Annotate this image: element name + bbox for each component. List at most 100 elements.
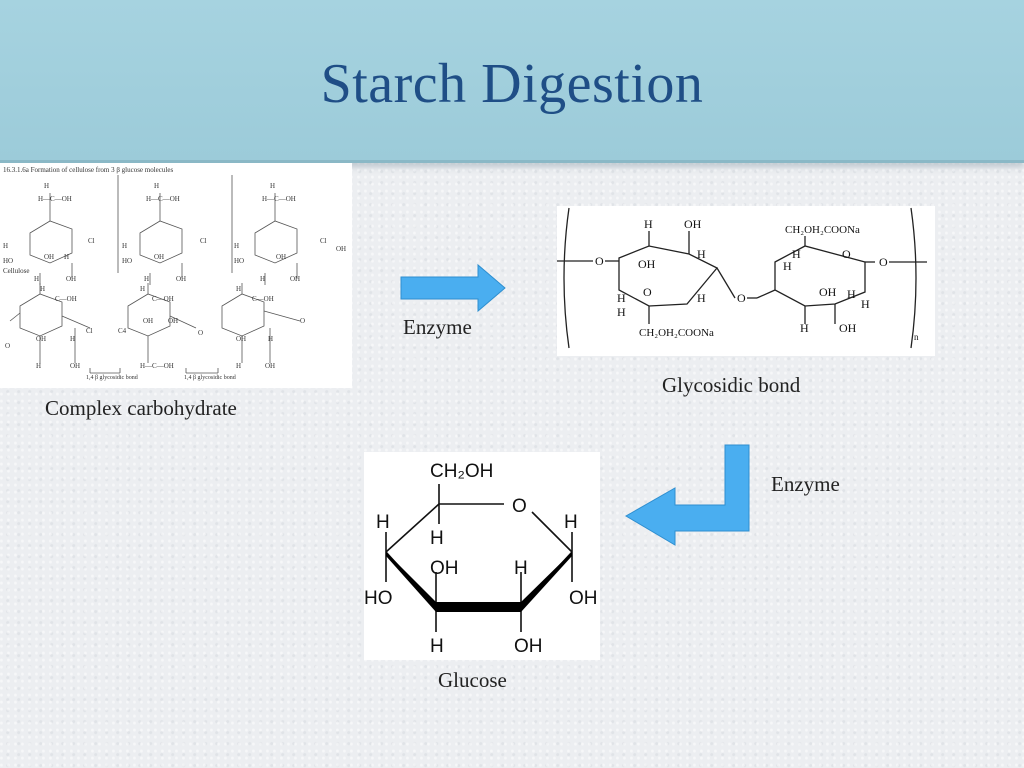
complex-carbohydrate-caption: Complex carbohydrate [45, 396, 237, 420]
right-arrow-icon [400, 263, 506, 313]
svg-text:O: O [300, 317, 305, 325]
svg-text:C—OH: C—OH [152, 295, 174, 303]
svg-text:H: H [236, 285, 241, 293]
enzyme-label-2: Enzyme [771, 472, 840, 496]
h-label: H [514, 558, 528, 579]
enzyme-label-1: Enzyme [403, 315, 472, 339]
svg-text:H: H [70, 335, 75, 343]
svg-text:H: H [800, 321, 809, 335]
svg-text:H: H [617, 305, 626, 319]
h-label: H [376, 512, 390, 533]
svg-text:H: H [36, 362, 41, 370]
oh-label: OH [430, 558, 459, 579]
h-label: H [430, 636, 444, 657]
svg-text:OH: OH [154, 253, 164, 261]
svg-text:OH: OH [638, 257, 656, 271]
svg-text:O: O [842, 247, 851, 261]
glucose-ring-drawing: CH₂OH O H H H OH H HO OH H OH [364, 461, 598, 657]
figure-heading: 16.3.1.6a Formation of cellulose from 3 … [3, 166, 173, 174]
svg-text:O: O [737, 291, 746, 305]
svg-text:OH: OH [276, 253, 286, 261]
svg-text:OH: OH [143, 317, 153, 325]
svg-text:O: O [595, 254, 604, 268]
svg-text:O: O [5, 342, 10, 350]
h-label: H [430, 528, 444, 549]
svg-text:Cl: Cl [200, 237, 207, 245]
svg-text:H: H [236, 362, 241, 370]
slide-header [0, 0, 1024, 163]
svg-text:OH: OH [290, 275, 300, 283]
svg-text:H: H [861, 297, 870, 311]
svg-text:H: H [3, 242, 8, 250]
svg-text:H: H [64, 253, 69, 261]
svg-text:C4: C4 [118, 327, 127, 335]
svg-text:OH: OH [168, 317, 178, 325]
svg-text:HO: HO [3, 257, 13, 265]
svg-text:C—OH: C—OH [55, 295, 77, 303]
svg-text:OH: OH [819, 285, 837, 299]
svg-text:H: H [122, 242, 127, 250]
svg-text:H: H [40, 285, 45, 293]
svg-text:H: H [783, 259, 792, 273]
svg-text:H: H [617, 291, 626, 305]
svg-text:C—OH: C—OH [252, 295, 274, 303]
svg-text:H: H [268, 335, 273, 343]
slide-title: Starch Digestion [320, 53, 704, 115]
svg-text:H: H [140, 285, 145, 293]
svg-text:OH: OH [176, 275, 186, 283]
bond-label-1: 1,4 β glycosidic bond [86, 375, 138, 381]
svg-text:OH: OH [336, 245, 346, 253]
svg-text:Cl: Cl [320, 237, 327, 245]
svg-text:OH: OH [839, 321, 857, 335]
repeat-subscript: n [914, 332, 919, 342]
bond-label-2: 1,4 β glycosidic bond [184, 375, 236, 381]
svg-text:OH: OH [684, 217, 702, 231]
svg-text:O: O [643, 285, 652, 299]
svg-text:O: O [879, 255, 888, 269]
svg-text:H—C—OH: H—C—OH [262, 195, 296, 203]
svg-text:H: H [234, 242, 239, 250]
svg-text:H: H [270, 182, 275, 190]
complex-carbohydrate-figure: 16.3.1.6a Formation of cellulose from 3 … [0, 163, 352, 388]
svg-text:H—C—OH: H—C—OH [140, 362, 174, 370]
top-group-label: CH₂OH₂COONa [785, 224, 860, 236]
oh-label: OH [514, 636, 543, 657]
cellulose-label: Cellulose [3, 267, 29, 275]
glucose-figure: CH₂OH O H H H OH H HO OH H OH [364, 452, 600, 660]
oh-label: OH [569, 588, 598, 609]
svg-text:H: H [697, 291, 706, 305]
svg-text:OH: OH [236, 335, 246, 343]
svg-text:H: H [260, 275, 265, 283]
svg-text:H: H [697, 247, 706, 261]
glycosidic-bond-caption: Glycosidic bond [662, 373, 801, 397]
cellulose-structure-drawing: 16.3.1.6a Formation of cellulose from 3 … [3, 166, 346, 381]
svg-text:H: H [144, 275, 149, 283]
ho-label: HO [364, 588, 393, 609]
svg-text:H: H [34, 275, 39, 283]
svg-text:Cl: Cl [88, 237, 95, 245]
svg-text:HO: HO [122, 257, 132, 265]
svg-text:H—C—OH: H—C—OH [146, 195, 180, 203]
ch2oh-label: CH₂OH [430, 461, 493, 482]
svg-text:H: H [44, 182, 49, 190]
glucose-caption: Glucose [438, 668, 507, 692]
svg-text:OH: OH [70, 362, 80, 370]
svg-text:OH: OH [44, 253, 54, 261]
svg-text:HO: HO [234, 257, 244, 265]
svg-text:O: O [198, 329, 203, 337]
svg-text:H: H [154, 182, 159, 190]
bottom-group-label: CH₂OH₂COONa [639, 327, 714, 339]
svg-text:OH: OH [265, 362, 275, 370]
svg-text:H: H [847, 287, 856, 301]
svg-text:OH: OH [36, 335, 46, 343]
bent-arrow-icon [625, 444, 750, 546]
ring-oxygen-label: O [512, 496, 527, 517]
svg-text:Cl: Cl [86, 327, 93, 335]
h-label: H [564, 512, 578, 533]
svg-text:H: H [792, 247, 801, 261]
svg-text:H: H [644, 217, 653, 231]
svg-text:OH: OH [66, 275, 76, 283]
svg-text:H—C—OH: H—C—OH [38, 195, 72, 203]
